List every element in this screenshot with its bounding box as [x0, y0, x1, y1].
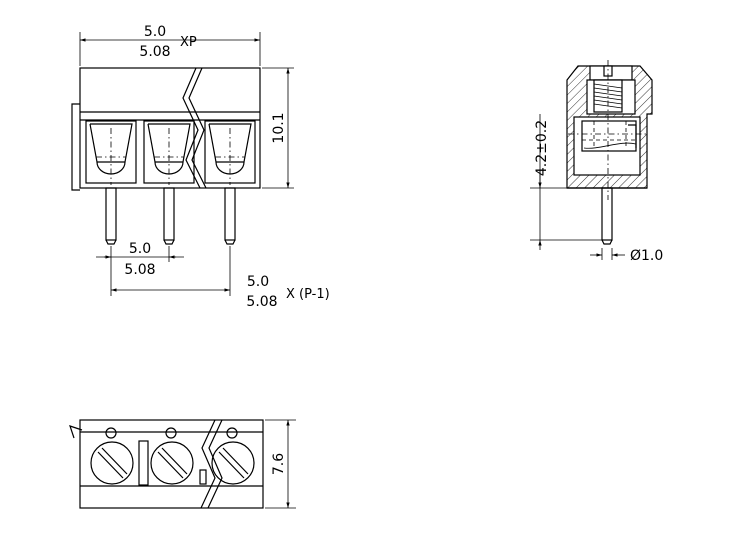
screw-head-1	[90, 427, 134, 485]
top-pitch-dimension: 5.0 5.08 XP	[79, 24, 261, 66]
total-alt-value: 5.08	[246, 294, 277, 310]
terminal-window-1	[85, 120, 137, 185]
top-pitch-value: 5.0	[144, 24, 166, 40]
pin-pitch-value: 5.0	[129, 241, 151, 257]
side-pin	[601, 187, 613, 245]
small-slot	[199, 469, 207, 485]
depth-dimension: 7.6	[265, 419, 296, 509]
side-view: 4.2±0.2 Ø1.0	[530, 60, 663, 264]
pin-pitch-alt-value: 5.08	[124, 262, 155, 278]
total-suffix: X (P-1)	[286, 287, 330, 302]
top-view: 7.6	[69, 419, 296, 509]
height-dimension: 10.1	[262, 67, 294, 189]
terminal-window-3	[204, 120, 256, 185]
depth-value: 7.6	[271, 453, 287, 475]
screw-thread	[593, 79, 623, 113]
front-view: 5.0 5.08 XP	[71, 24, 330, 310]
pin-diameter-dimension: Ø1.0	[590, 248, 663, 264]
pin-height-dimension: 4.2±0.2	[530, 114, 602, 250]
pin-height-value: 4.2±0.2	[534, 120, 550, 176]
front-pins	[105, 187, 236, 245]
total-value: 5.0	[247, 274, 269, 290]
height-value: 10.1	[271, 112, 287, 143]
side-housing	[566, 60, 653, 200]
divider-slot	[138, 440, 149, 486]
screw-head-2	[150, 427, 194, 485]
pin-pitch-dimension: 5.0 5.08	[96, 241, 184, 296]
top-pitch-suffix: XP	[180, 35, 197, 50]
total-dimension: 5.0 5.08 X (P-1)	[111, 246, 330, 310]
screw-head-3	[211, 427, 255, 485]
top-pitch-alt-value: 5.08	[139, 44, 170, 60]
front-body	[71, 67, 261, 191]
pin-diameter-value: Ø1.0	[630, 248, 663, 264]
top-body	[69, 419, 264, 509]
terminal-window-2	[143, 120, 195, 185]
